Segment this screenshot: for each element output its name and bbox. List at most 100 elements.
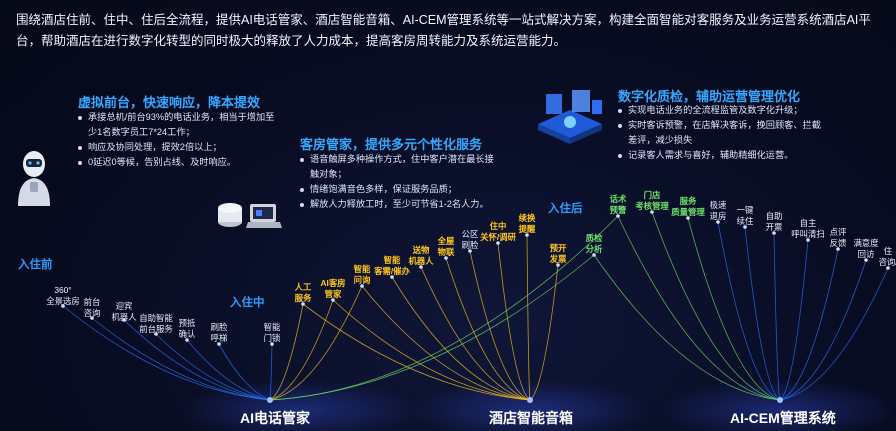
connection-line	[593, 254, 781, 401]
node-during-speaker: 送物 机器人	[408, 245, 434, 266]
node-after-cem: 门店 考核管理	[635, 190, 669, 211]
connection-line	[420, 266, 531, 401]
bullet: 0延迟0等候，告别占线、及时响应。	[78, 155, 278, 170]
node-after-cem: 服务 质量管理	[671, 196, 705, 217]
node-dot	[217, 342, 221, 346]
node-after-cem: 质检 分析	[585, 233, 603, 254]
node-after: 一键 续住	[736, 205, 754, 226]
connection-line	[186, 339, 271, 401]
connection-line	[717, 221, 781, 401]
node-dot	[122, 318, 126, 322]
connection-line	[302, 303, 531, 401]
node-before: 预抵 确认	[178, 318, 196, 339]
connection-line	[773, 232, 781, 401]
intro-text: 围绕酒店住前、住中、住后全流程，提供AI电话管家、酒店智能音箱、AI-CEM管理…	[16, 13, 871, 48]
node-dot	[270, 342, 274, 346]
node-after: 住 咨询/	[878, 246, 896, 267]
stage-label-before: 入住前	[18, 259, 53, 271]
node-dot	[61, 304, 65, 308]
section-bullets-virtual-desk: 承接总机/前台93%的电话业务，相当于增加至少1名数字员工7*24工作； 响应及…	[78, 110, 278, 170]
connection-line	[332, 299, 531, 401]
node-dot	[419, 265, 423, 269]
bullet: 记录客人需求与喜好，辅助精细化运营。	[618, 148, 830, 163]
node-during-speaker: 公区 刷脸	[461, 229, 479, 250]
connection-line	[269, 285, 363, 401]
node-before: 前台 咨询	[83, 297, 101, 318]
node-after: 自主 呼叫清扫	[791, 218, 825, 239]
connection-line	[687, 217, 781, 401]
node-dot	[616, 214, 620, 218]
connection-line	[529, 264, 559, 401]
connection-line	[123, 319, 271, 401]
bullet: 情绪饱满音色多样，保证服务品质；	[300, 182, 500, 197]
node-before: 360° 全景选房	[46, 285, 80, 306]
node-before: 迎宾 机器人	[111, 301, 137, 322]
stage-label-after: 入住后	[548, 203, 583, 215]
hub-dot	[777, 397, 783, 403]
section-bullets-room-butler: 语音触屏多种操作方式，住中客户潜在最长接触对象； 情绪饱满音色多样，保证服务品质…	[300, 152, 500, 212]
connection-line	[269, 215, 619, 401]
node-dot	[331, 298, 335, 302]
connection-line	[269, 254, 595, 401]
connection-line	[779, 267, 889, 401]
connection-line	[62, 305, 271, 401]
connection-line	[744, 226, 781, 401]
node-dot	[525, 233, 529, 237]
node-dot	[301, 302, 305, 306]
node-during-speaker: 智能 问询	[353, 264, 371, 285]
connection-line	[469, 250, 531, 401]
connection-line	[779, 248, 839, 401]
node-during: 智能 门锁	[263, 322, 281, 343]
node-during: 刷脸 呼梯	[210, 322, 228, 343]
robot-icon	[18, 151, 50, 206]
bullet: 语音触屏多种操作方式，住中客户潜在最长接触对象；	[300, 152, 500, 182]
connection-line	[617, 215, 781, 401]
node-dot	[886, 266, 890, 270]
node-dot	[806, 238, 810, 242]
node-dot	[864, 258, 868, 262]
hub-ai-phone-butler: AI电话管家	[240, 410, 310, 426]
node-during-speaker: 人工 服务	[294, 282, 312, 303]
hub-smart-speaker: 酒店智能音箱	[489, 410, 573, 426]
connection-line	[445, 257, 531, 401]
connection-line	[218, 343, 271, 401]
connection-line	[779, 259, 867, 401]
node-dot	[444, 256, 448, 260]
node-during-speaker: 智能 客需/催办	[374, 255, 410, 276]
section-title-room-butler: 客房管家，提供多元个性化服务	[300, 137, 483, 152]
bullet: 响应及协同处理，提效2倍以上；	[78, 140, 278, 155]
node-dot	[686, 216, 690, 220]
connection-line	[269, 299, 334, 401]
node-dot	[743, 225, 747, 229]
connection-line	[779, 239, 809, 401]
node-during-speaker: 续换 提醒	[518, 213, 536, 234]
connection-line	[526, 234, 531, 401]
connection-line	[155, 333, 271, 401]
node-after: 自助 开票	[765, 211, 783, 232]
node-before: 自助智能 前台服务	[139, 313, 173, 334]
node-after: 极速 退房	[709, 200, 727, 221]
hub-dot	[527, 397, 533, 403]
node-dot	[390, 275, 394, 279]
connection-line	[91, 317, 271, 401]
node-during-speaker: 预开 发票	[549, 243, 567, 264]
node-after: 点评 反馈	[829, 227, 847, 248]
data-dashboard-icon	[538, 90, 602, 144]
section-title-virtual-desk: 虚拟前台，快速响应，降本提效	[78, 95, 261, 110]
connection-line	[651, 211, 781, 401]
bullet: 解放人力释放工时，至少可节省1-2名人力。	[300, 197, 500, 212]
smart-speaker-icon	[218, 203, 282, 228]
bullet: 承接总机/前台93%的电话业务，相当于增加至少1名数字员工7*24工作；	[78, 110, 278, 140]
section-bullets-digital-qa: 实现电话业务的全流程监管及数字化升级； 实时客诉预警，在店解决客诉，挽回顾客、拦…	[618, 103, 830, 163]
node-during-speaker: AI客房 管家	[320, 278, 346, 299]
stage-label-during: 入住中	[230, 297, 265, 309]
node-dot	[716, 220, 720, 224]
node-dot	[468, 249, 472, 253]
node-dot	[592, 253, 596, 257]
connection-line	[269, 303, 304, 401]
node-dot	[836, 247, 840, 251]
node-dot	[154, 332, 158, 336]
node-dot	[185, 338, 189, 342]
